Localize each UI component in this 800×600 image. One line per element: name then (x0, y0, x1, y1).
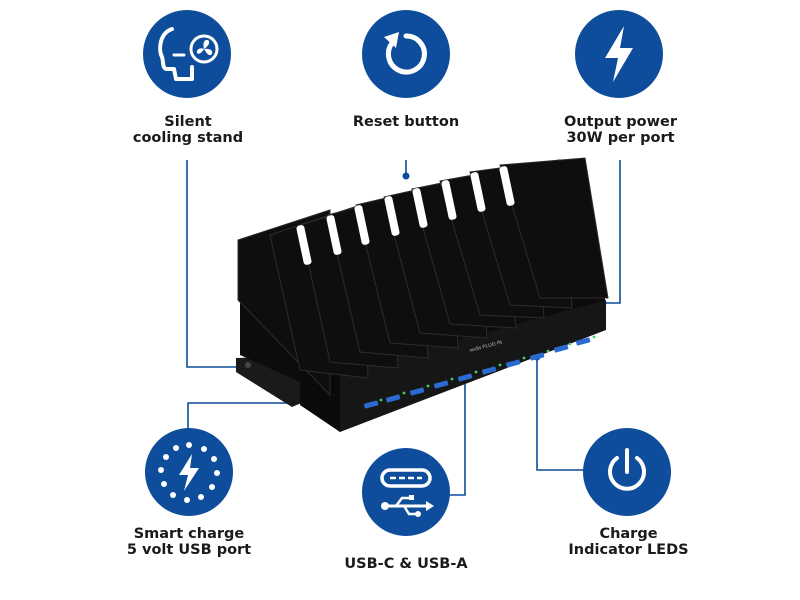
cooling-label: Silent cooling stand (132, 114, 244, 146)
usb-ports (363, 337, 591, 409)
smart-charge-icon (145, 428, 233, 516)
reset-label: Reset button (352, 114, 460, 130)
leds-connector (536, 357, 584, 471)
smart-charge-label: Smart charge 5 volt USB port (126, 526, 252, 558)
lightning-bolt-icon (575, 10, 663, 98)
power-label: Output power 30W per port (564, 114, 677, 146)
reset-dot (402, 172, 410, 180)
reset-icon (362, 10, 450, 98)
usb-label: USB-C & USB-A (344, 556, 468, 572)
usb-icon (362, 448, 450, 536)
power-icon (583, 428, 671, 516)
leds-label: Charge Indicator LEDS (568, 526, 689, 558)
power-connector (603, 160, 621, 304)
fan-face-icon (143, 10, 231, 98)
charge-leds (379, 335, 596, 402)
